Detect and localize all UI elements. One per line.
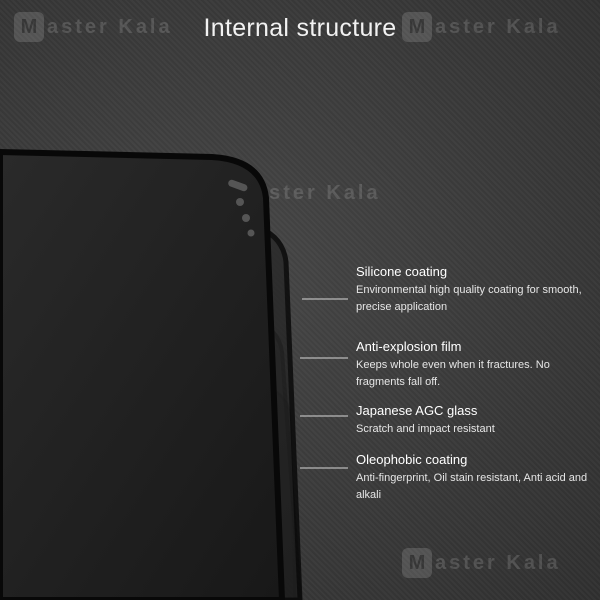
layer-description: Keeps whole even when it fractures. No f…: [356, 359, 550, 388]
layer-name: Silicone coating: [356, 264, 448, 279]
layer-silicone: [0, 148, 286, 600]
page-title: Internal structure: [203, 14, 397, 42]
leader-lines: [300, 298, 348, 469]
label-agc-glass: Japanese AGC glass Scratch and impact re…: [356, 403, 596, 438]
layer-description: Scratch and impact resistant: [356, 423, 495, 435]
layer-description: Environmental high quality coating for s…: [356, 284, 582, 313]
label-silicone-coating: Silicone coating Environmental high qual…: [356, 264, 596, 316]
layer-name: Japanese AGC glass: [356, 403, 478, 418]
layer-name: Oleophobic coating: [356, 452, 468, 467]
layer-name: Anti-explosion film: [356, 339, 462, 354]
label-oleophobic-coating: Oleophobic coating Anti-fingerprint, Oil…: [356, 452, 596, 504]
label-anti-explosion-film: Anti-explosion film Keeps whole even whe…: [356, 339, 596, 391]
layer-description: Anti-fingerprint, Oil stain resistant, A…: [356, 472, 588, 501]
